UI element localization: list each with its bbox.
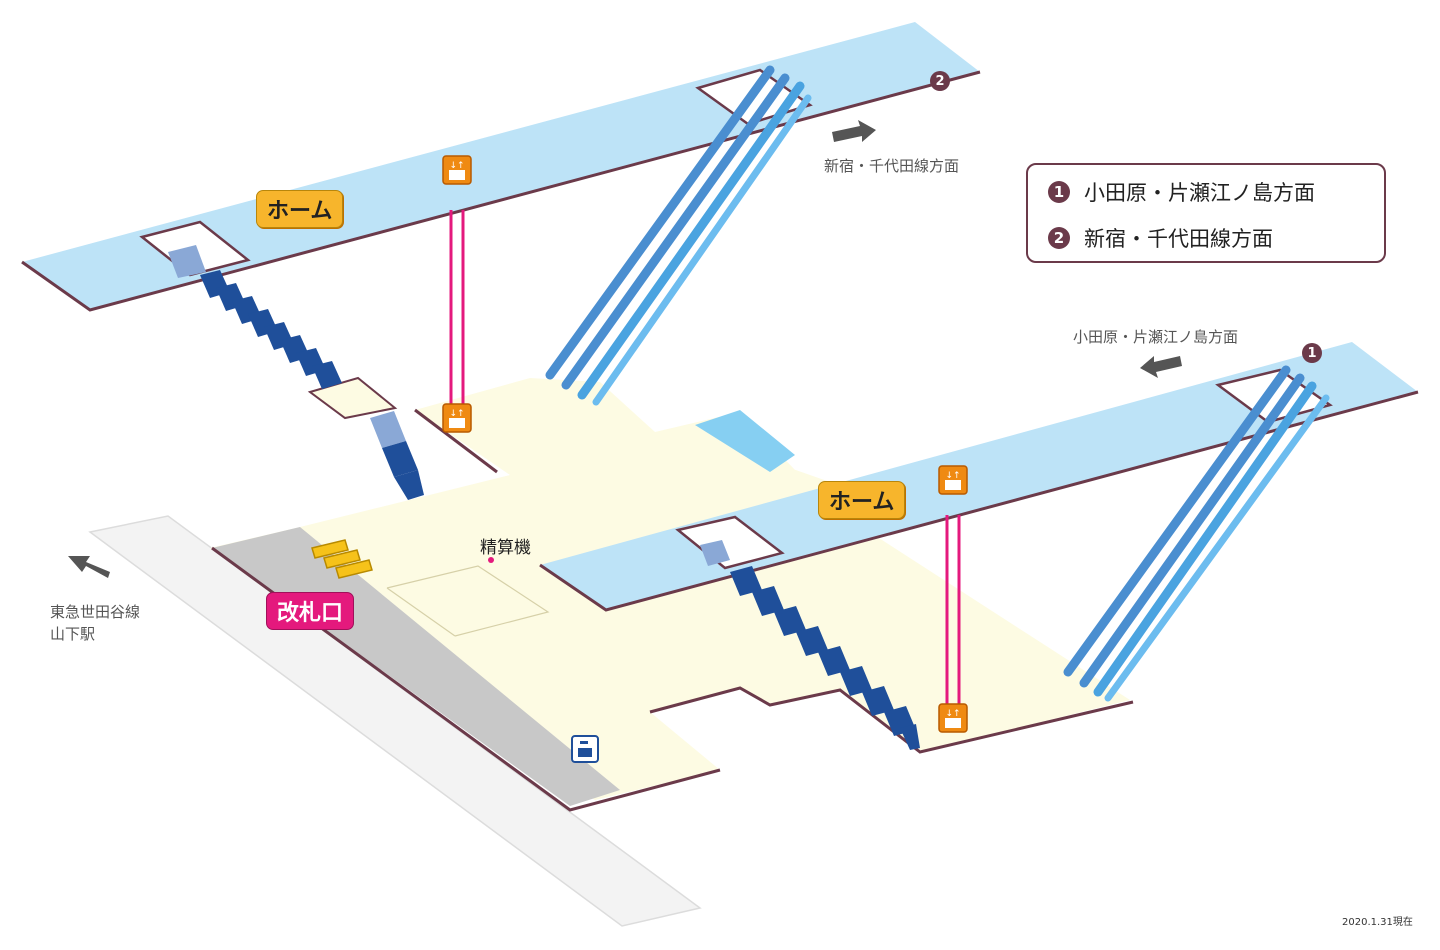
direction-arrow-icon: [68, 120, 1182, 578]
svg-text:↓↑: ↓↑: [945, 471, 960, 481]
direction-odawara: 小田原・片瀬江ノ島方面: [1073, 328, 1239, 346]
date-label: 2020.1.31現在: [1342, 917, 1413, 928]
stair-landing: [307, 376, 398, 420]
setagaya-line-strip: [88, 515, 702, 927]
legend-item: 1 小田原・片瀬江ノ島方面: [1048, 177, 1315, 207]
legend-label: 小田原・片瀬江ノ島方面: [1084, 181, 1315, 205]
ticket-gate-label: 改札口: [266, 592, 355, 630]
elevator-icon: ↓↑: [938, 703, 968, 733]
legend-number: 1: [1048, 181, 1070, 203]
fare-adjust-dot: [488, 557, 494, 563]
lower-escalators: [1063, 365, 1330, 702]
svg-text:↓↑: ↓↑: [945, 709, 960, 719]
platform-label-lower: ホーム: [818, 481, 906, 519]
upper-stairs: [168, 245, 424, 500]
fare-adjust-label: 精算機: [480, 538, 531, 558]
svg-text:↓↑: ↓↑: [449, 161, 464, 171]
lower-stairs: [700, 540, 920, 750]
elevator-icon: ↓↑: [442, 403, 472, 433]
platform-number-2: 2: [930, 71, 950, 91]
transfer-setagaya: 東急世田谷線 山下駅: [50, 603, 141, 643]
elevator-icon: ↓↑: [442, 155, 472, 185]
legend-number: 2: [1048, 227, 1070, 249]
legend-label: 新宿・千代田線方面: [1084, 227, 1273, 251]
direction-shinjuku: 新宿・千代田線方面: [824, 157, 960, 175]
platform-number-1: 1: [1302, 343, 1322, 363]
upper-platform: [21, 22, 981, 312]
coin-locker-icon: [571, 735, 599, 763]
elevator-shafts: [449, 210, 961, 706]
upper-escalators: [545, 65, 812, 406]
legend-item: 2 新宿・千代田線方面: [1048, 223, 1273, 253]
platform-label-upper: ホーム: [256, 190, 344, 228]
direction-legend: 1 小田原・片瀬江ノ島方面 2 新宿・千代田線方面: [1026, 163, 1386, 263]
svg-text:↓↑: ↓↑: [449, 409, 464, 419]
ticket-gates: [311, 539, 373, 579]
elevator-icon: ↓↑: [938, 465, 968, 495]
